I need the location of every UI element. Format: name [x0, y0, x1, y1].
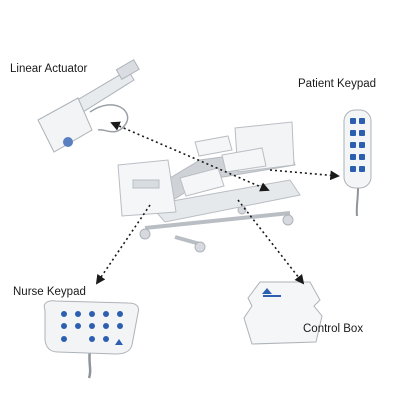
- label-patient-keypad: Patient Keypad: [298, 78, 377, 90]
- control-box-image: [243, 281, 323, 345]
- connector-lines: [95, 121, 340, 285]
- connector-nurse-keypad: [95, 204, 151, 285]
- connector-patient-keypad: [269, 169, 340, 181]
- label-control-box: Control Box: [303, 323, 364, 335]
- hospital-bed-image: [117, 121, 301, 253]
- connector-actuator: [110, 121, 270, 192]
- connector-control-box: [237, 199, 305, 285]
- label-linear-actuator: Linear Actuator: [10, 63, 88, 75]
- label-nurse-keypad: Nurse Keypad: [13, 286, 86, 298]
- nurse-keypad-image: [43, 300, 139, 379]
- patient-keypad-image: [343, 109, 372, 217]
